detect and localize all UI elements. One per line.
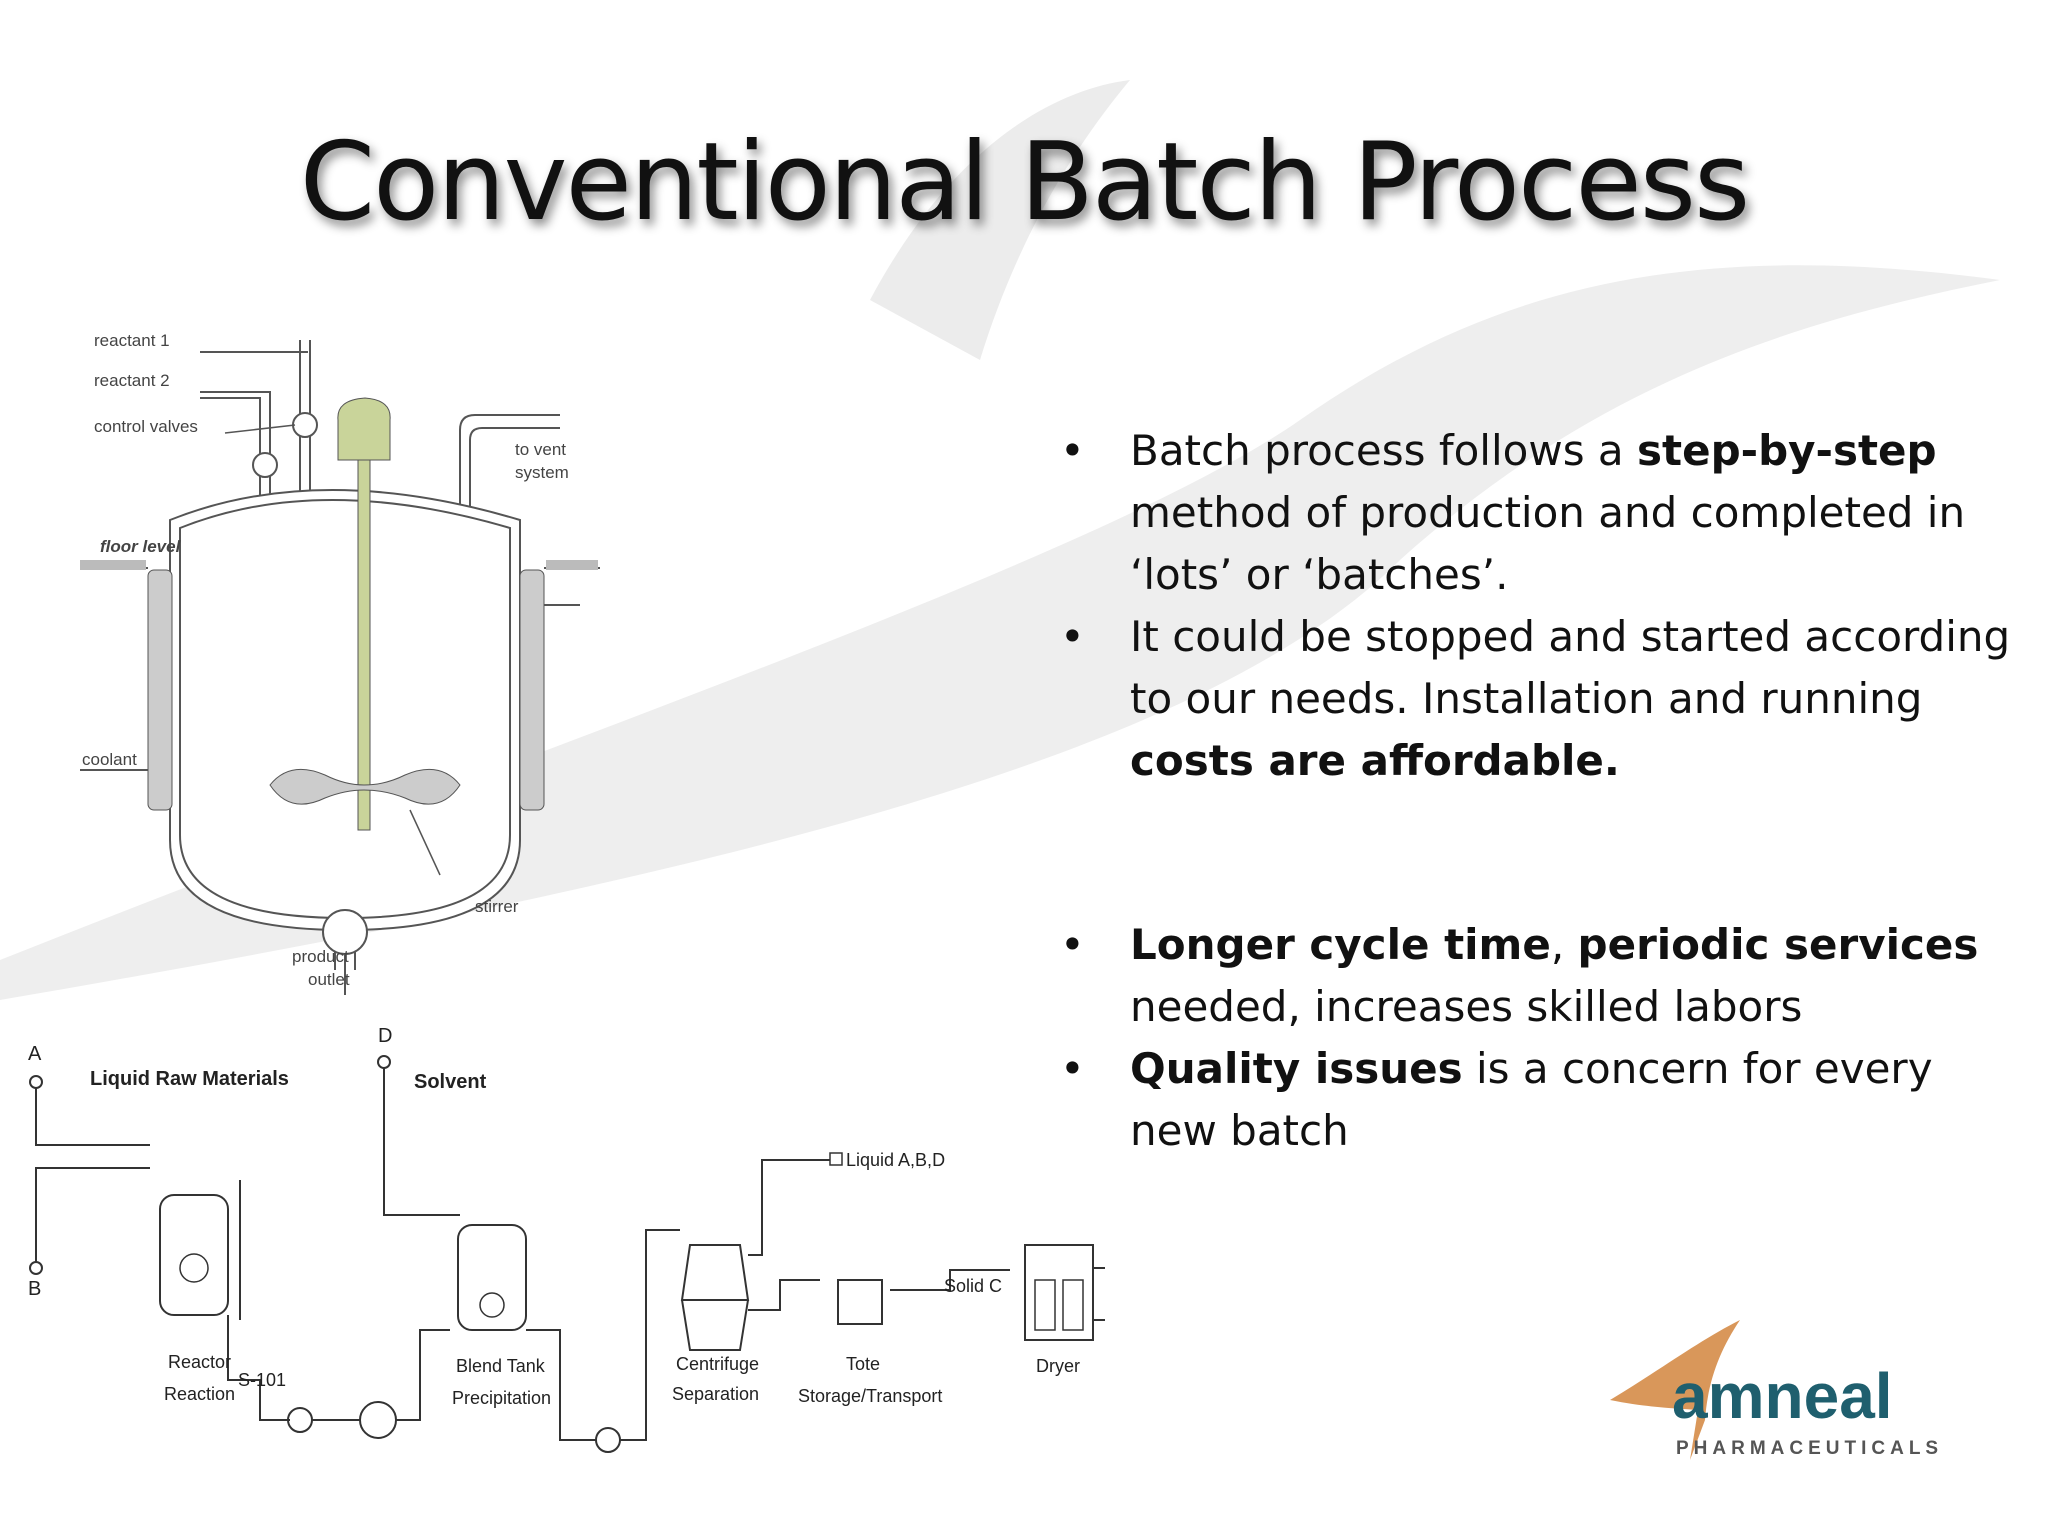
control-valve-icon — [292, 412, 318, 438]
label-product: product — [292, 947, 349, 966]
inlet-a-icon — [29, 1075, 43, 1089]
logo-swoosh-icon — [1610, 1320, 1740, 1460]
label-a: A — [28, 1043, 42, 1065]
process-flow-diagram: A B D Liquid Raw Materials Solvent Liqui… — [0, 1000, 1120, 1470]
slide-title: Conventional Batch Process — [299, 120, 1751, 245]
label-storage-transport: Storage/Transport — [798, 1386, 942, 1406]
label-tote: Tote — [846, 1354, 880, 1374]
label-stirrer: stirrer — [475, 897, 519, 916]
bullet-list: •Batch process follows a step-by-step me… — [1060, 420, 2020, 1162]
label-floor-level: floor level — [100, 537, 182, 556]
batch-reactor-diagram: reactant 1 reactant 2 control valves to … — [80, 331, 600, 995]
label-dryer: Dryer — [1036, 1356, 1080, 1376]
label-s101: S-101 — [238, 1370, 286, 1390]
label-coolant: coolant — [82, 750, 137, 769]
label-system: system — [515, 463, 569, 482]
label-reaction: Reaction — [164, 1384, 235, 1404]
amneal-logo: amneal PHARMACEUTICALS — [1610, 1320, 1943, 1460]
label-reactant-1: reactant 1 — [94, 331, 170, 350]
bullet-item-1: •Batch process follows a step-by-step me… — [1060, 420, 2020, 606]
label-centrifuge: Centrifuge — [676, 1354, 759, 1374]
inlet-d-icon — [377, 1055, 391, 1069]
bullet-item-2: •It could be stopped and started accordi… — [1060, 606, 2020, 792]
stirrer-blades-icon — [269, 768, 461, 805]
label-liquid-raw-materials: Liquid Raw Materials — [90, 1068, 289, 1090]
label-reactant-2: reactant 2 — [94, 371, 170, 390]
label-reactor: Reactor — [168, 1352, 231, 1372]
label-precipitation: Precipitation — [452, 1388, 551, 1408]
pump-icon-2 — [595, 1427, 621, 1453]
label-solvent: Solvent — [414, 1071, 487, 1093]
label-solid-c: Solid C — [944, 1276, 1002, 1296]
label-outlet: outlet — [308, 970, 350, 989]
bullet-item-4: •Quality issues is a concern for every n… — [1060, 1038, 2020, 1162]
logo-tagline: PHARMACEUTICALS — [1676, 1438, 1943, 1459]
bullet-item-3: •Longer cycle time, periodic services ne… — [1060, 914, 2020, 1038]
bullet-dot: • — [1060, 1044, 1085, 1093]
bullet-dot: • — [1060, 426, 1085, 475]
label-blend-tank: Blend Tank — [456, 1356, 546, 1376]
control-valve-icon — [252, 452, 278, 478]
bullet-dot: • — [1060, 920, 1085, 969]
label-liquid-abd: Liquid A,B,D — [846, 1150, 945, 1170]
jacket-right — [519, 569, 545, 811]
logo-name: amneal — [1672, 1360, 1893, 1432]
label-control-valves: control valves — [94, 417, 198, 436]
bullet-dot: • — [1060, 612, 1085, 661]
label-to-vent: to vent — [515, 440, 566, 459]
pump-icon — [287, 1407, 313, 1433]
heat-exchanger-icon — [359, 1401, 397, 1439]
stirrer-shaft — [357, 459, 371, 831]
stirrer-motor-icon — [337, 397, 391, 461]
jacket-left — [147, 569, 173, 811]
inlet-b-icon — [29, 1261, 43, 1275]
label-separation: Separation — [672, 1384, 759, 1404]
label-d: D — [378, 1025, 392, 1047]
label-b: B — [28, 1278, 41, 1300]
